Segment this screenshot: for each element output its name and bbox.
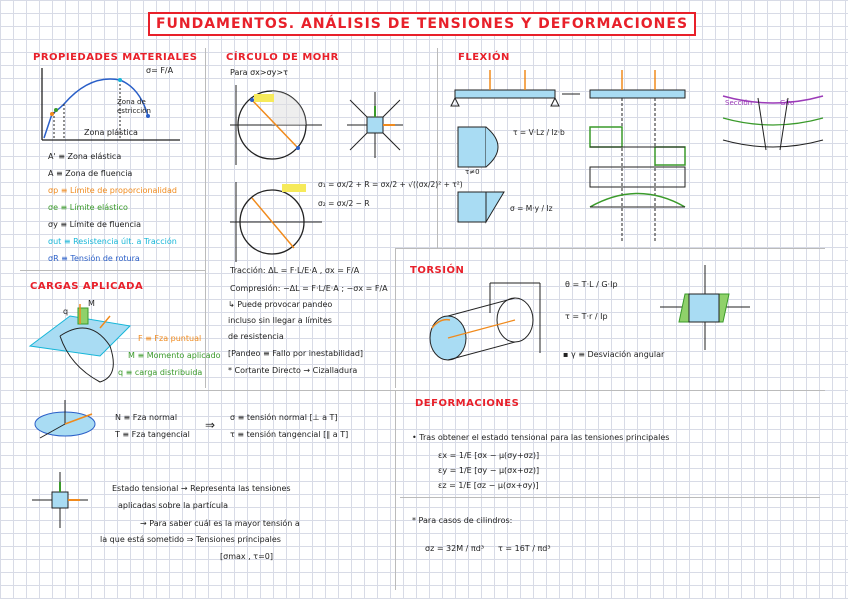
zona-estriccion: Zona de estricción (117, 98, 151, 115)
pandeo-4: [Pandeo ≡ Fallo por inestabilidad] (228, 349, 364, 358)
torsion-element (660, 265, 750, 350)
legend-item: σy ≡ Límite de fluencia (48, 220, 142, 229)
mohr-circle-1 (230, 85, 322, 165)
divider (395, 390, 396, 590)
torsion-heading: TORSIÓN (410, 265, 465, 276)
fuerza-t: T ≡ Fza tangencial (115, 430, 190, 439)
mohr-formula-2: σ₂ = σx/2 − R (318, 199, 370, 208)
mohr-circle-2 (230, 182, 322, 262)
propiedades-legend: A' ≡ Zona elástica A ≡ Zona de fluencia … (48, 152, 177, 264)
legend-item: A' ≡ Zona elástica (48, 152, 122, 161)
legend-item: A ≡ Zona de fluencia (48, 169, 133, 178)
cargas-f: F ≡ Fza puntual (138, 334, 202, 343)
flexion-zero: τ≠0 (465, 168, 480, 176)
torsion-shaft (429, 282, 541, 361)
flexion-section (722, 95, 824, 151)
flexion-heading: FLEXIÓN (458, 52, 510, 63)
mohr-para: Para σx>σy>τ (230, 68, 288, 77)
page-title: FUNDAMENTOS. ANÁLISIS DE TENSIONES Y DEF… (148, 12, 696, 36)
stress-element (347, 92, 403, 158)
divider (20, 390, 825, 391)
cargas-heading: CARGAS APLICADA (30, 281, 144, 292)
deformacion-z: εz = 1/E [σz − μ(σx+σy)] (438, 481, 539, 490)
mohr-heading: CÍRCULO DE MOHR (226, 52, 339, 63)
cilindros-heading: * Para casos de cilindros: (412, 516, 513, 525)
legend-item: σe ≡ Límite elástico (48, 203, 128, 212)
cortante: * Cortante Directo → Cizalladura (228, 366, 358, 375)
estado-element (32, 472, 88, 528)
divider (20, 270, 205, 271)
divider (395, 248, 396, 388)
estado-l2: aplicadas sobre la partícula (118, 501, 229, 510)
deformaciones-heading: DEFORMACIONES (415, 398, 520, 409)
divider (400, 497, 820, 498)
estado-l5: [σmax , τ=0] (220, 552, 273, 561)
tension-sigma: σ ≡ tensión normal [⊥ a T] (230, 413, 338, 422)
deformacion-x: εx = 1/E [σx − μ(σy+σz)] (438, 451, 540, 460)
mohr-formula-1: σ₁ = σx/2 + R = σx/2 + √((σx/2)² + τ²) (318, 180, 463, 189)
zona-plastica: Zona plástica (84, 128, 138, 137)
cilindro-tau: τ = 16T / πd³ (498, 544, 551, 553)
flexion-label-giro: Giro (780, 99, 795, 107)
pandeo-3: de resistencia (228, 332, 284, 341)
deformacion-y: εy = 1/E [σy − μ(σx+σz)] (438, 466, 540, 475)
fuerzas-diagram (34, 400, 96, 439)
stress-strain-curve (41, 68, 180, 141)
pandeo-1: ↳ Puede provocar pandeo (228, 300, 333, 309)
deformaciones-intro: • Tras obtener el estado tensional para … (412, 433, 670, 442)
torsion-tau: τ = T·r / Ip (565, 312, 608, 321)
legend-item: σp ≡ Límite de proporcionalidad (48, 186, 177, 195)
legend-item: σut ≡ Resistencia últ. a Tracción (48, 237, 177, 246)
legend-item: σR ≡ Tensión de rotura (48, 254, 140, 263)
cilindro-sigma: σz = 32M / πd³ (425, 544, 485, 553)
divider (395, 248, 825, 249)
torsion-theta: θ = T·L / G·Ip (565, 280, 618, 289)
compresion: Compresión: −ΔL = F·L/E·A ; −σx = F/A (230, 284, 388, 293)
cargas-diagram (28, 304, 132, 383)
estado-l3: → Para saber cuál es la mayor tensión a (140, 519, 300, 528)
flexion-tau: τ = V·Lz / Iz·b (513, 128, 565, 137)
divider (205, 48, 206, 388)
estado-l4: la que está sometido ⇒ Tensiones princip… (100, 535, 281, 544)
cargas-m: M ≡ Momento aplicado (128, 351, 221, 360)
cargas-q: q ≡ carga distribuida (118, 368, 203, 377)
flexion-sigma: σ = M·y / Iz (510, 204, 553, 213)
sigma-formula: σ= F/A (146, 66, 174, 75)
divider (437, 48, 438, 248)
tension-tau: τ ≡ tensión tangencial [∥ a T] (230, 430, 349, 439)
fuerza-n: N ≡ Fza normal (115, 413, 178, 422)
flexion-label-seccion: Sección (725, 99, 753, 107)
propiedades-heading: PROPIEDADES MATERIALES (33, 52, 198, 63)
traccion: Tracción: ΔL = F·L/E·A , σx = F/A (230, 266, 360, 275)
flexion-diagram (450, 70, 686, 242)
estado-l1: Estado tensional → Representa las tensio… (112, 484, 291, 493)
torsion-gamma: ▪ γ ≡ Desviación angular (563, 350, 665, 359)
pandeo-2: incluso sin llegar a límites (228, 316, 332, 325)
